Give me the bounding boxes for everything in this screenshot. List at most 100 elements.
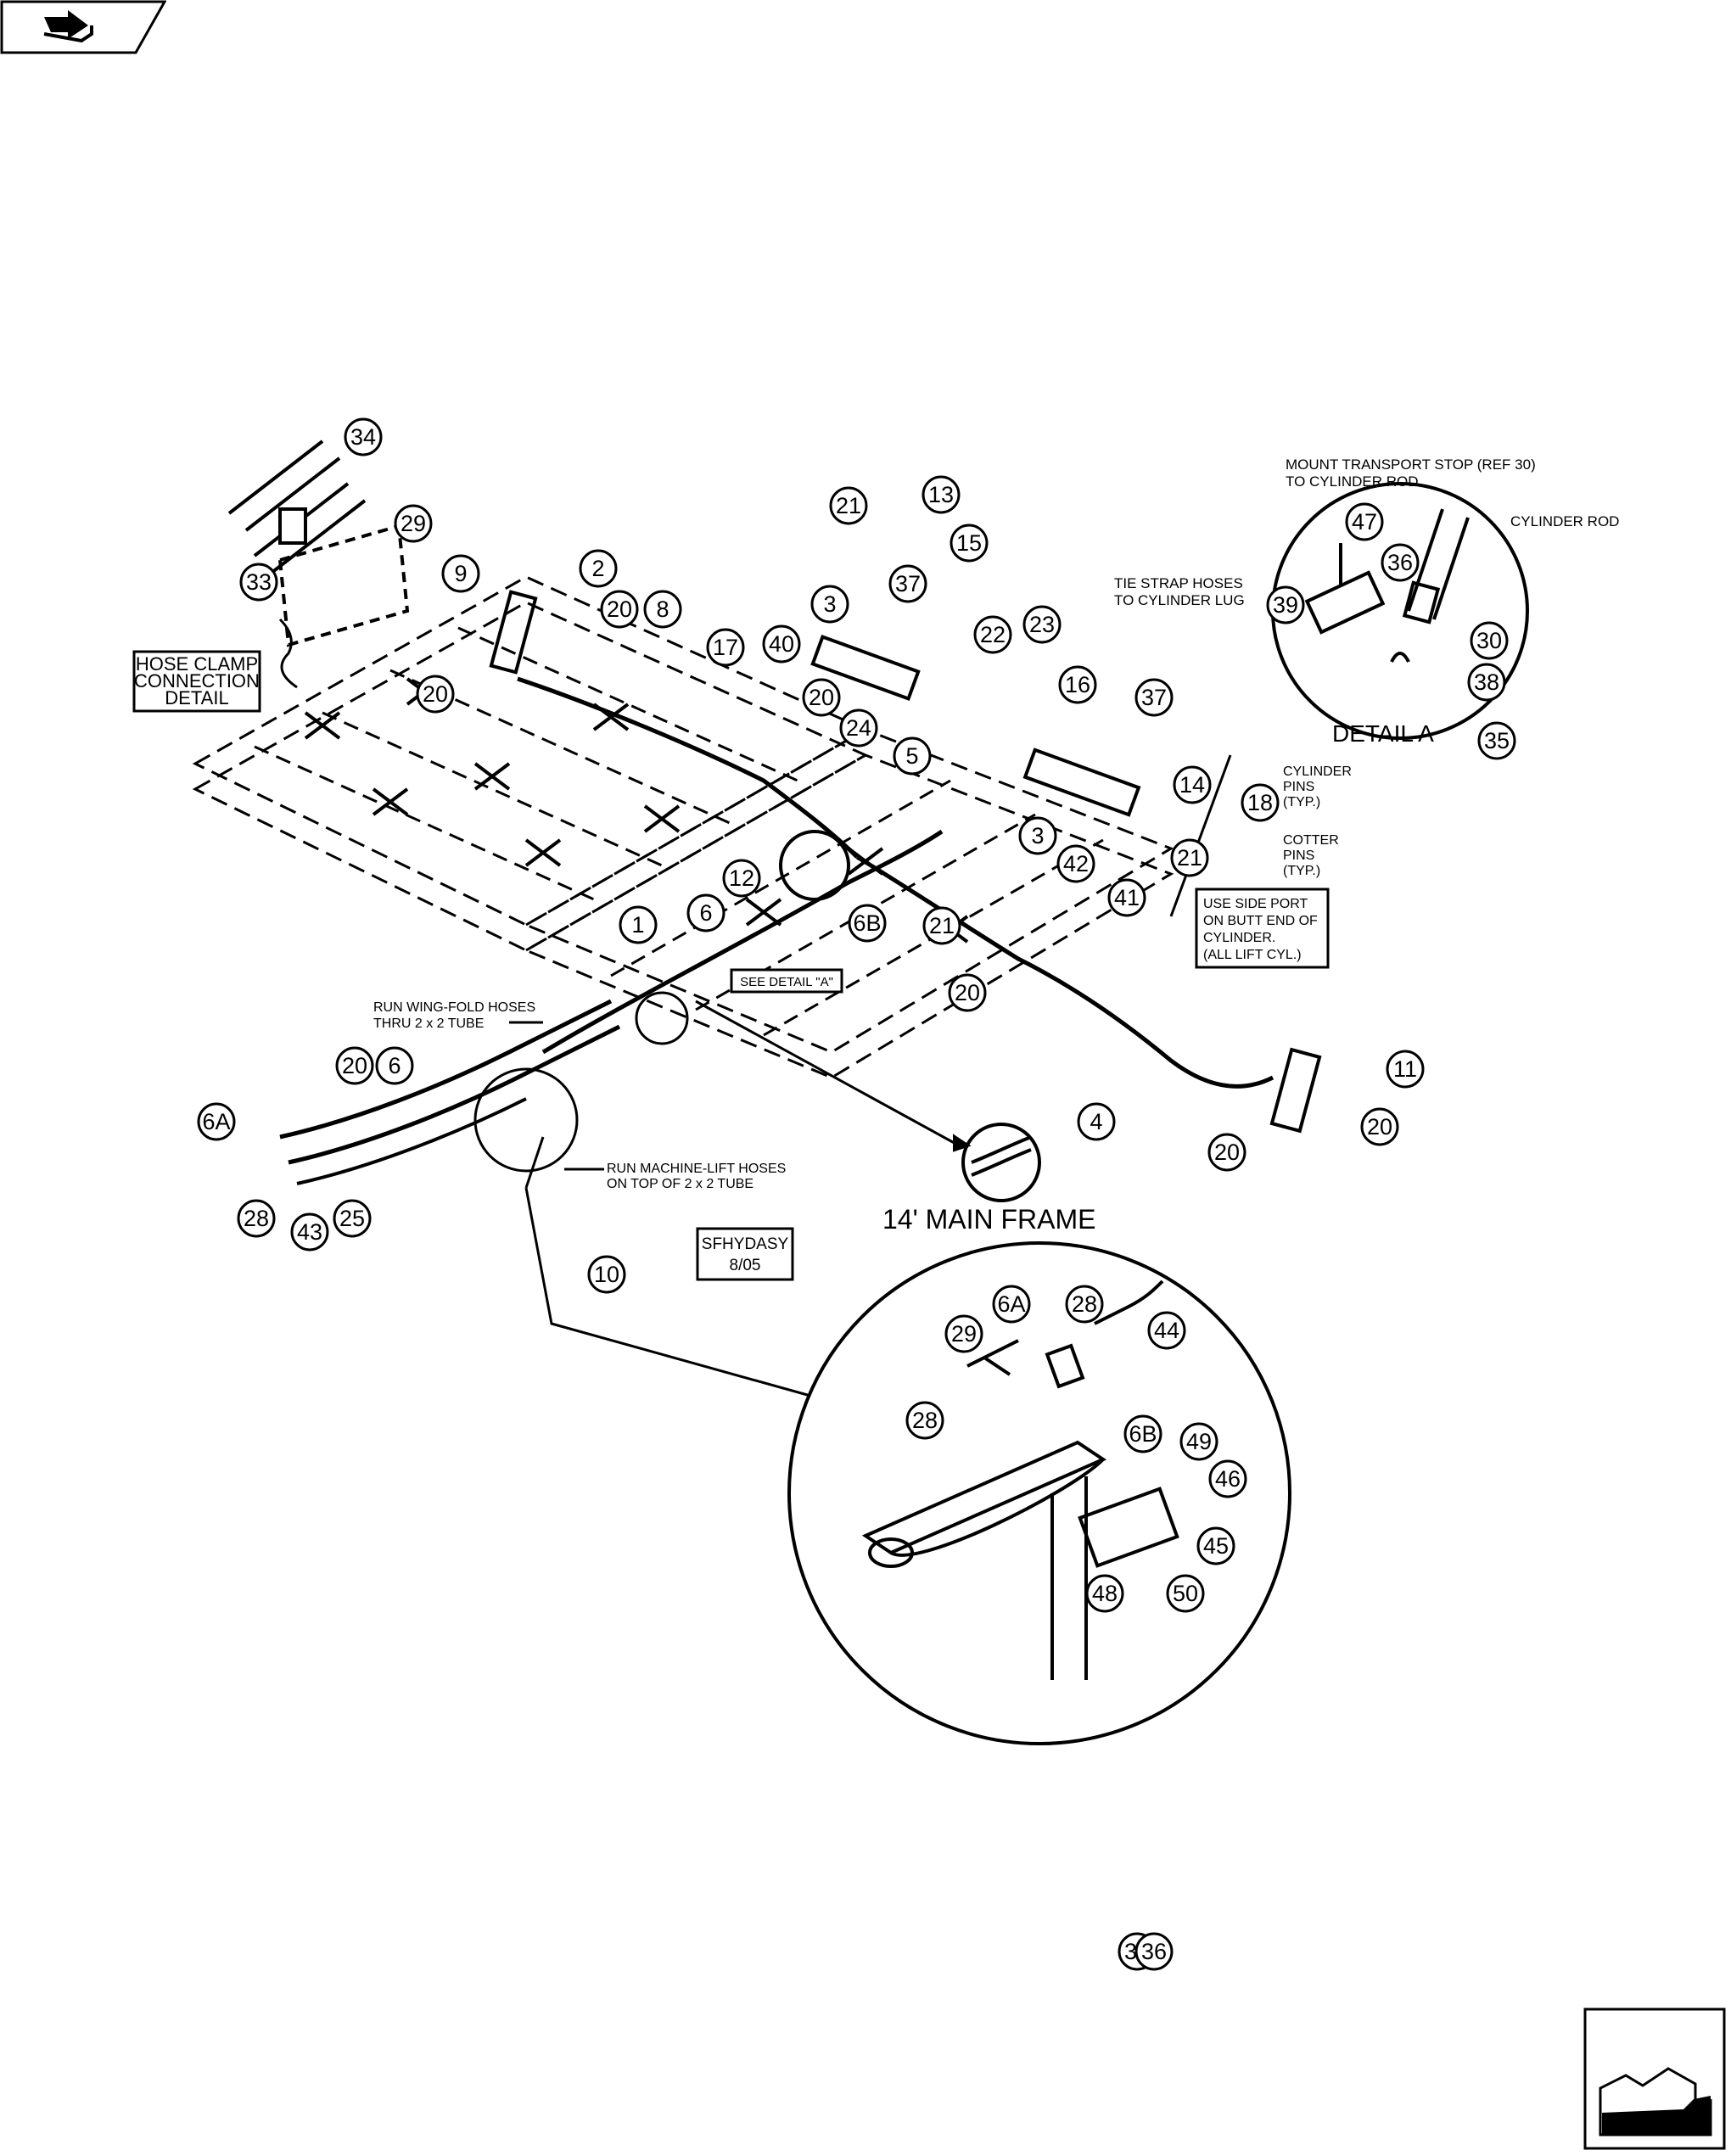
callout-11[interactable]: 11 (1386, 1050, 1425, 1089)
callout-14[interactable]: 14 (1173, 765, 1212, 804)
callout-circle (1208, 1459, 1247, 1498)
callout-24[interactable]: 24 (839, 708, 878, 748)
callout-6[interactable]: 6 (375, 1046, 414, 1085)
svg-text:CYLINDER.: CYLINDER. (1203, 931, 1275, 945)
callout-23[interactable]: 23 (1022, 605, 1062, 644)
callout-6A[interactable]: 6A (197, 1102, 236, 1141)
callout-circle (905, 1401, 944, 1440)
svg-text:ON TOP OF 2 x 2 TUBE: ON TOP OF 2 x 2 TUBE (607, 1177, 753, 1191)
callout-37[interactable]: 37 (888, 564, 927, 603)
callout-18[interactable]: 18 (1241, 783, 1280, 822)
callout-6[interactable]: 6 (686, 893, 725, 932)
callout-20[interactable]: 20 (1360, 1107, 1399, 1146)
callout-40[interactable]: 40 (762, 624, 801, 664)
svg-text:CYLINDER: CYLINDER (1283, 764, 1352, 779)
previous-page-button[interactable] (0, 0, 167, 54)
callout-circle (1170, 838, 1209, 877)
svg-text:PINS: PINS (1283, 848, 1314, 863)
callout-50[interactable]: 50 (1166, 1574, 1205, 1613)
callout-6B[interactable]: 6B (848, 904, 887, 943)
callout-16[interactable]: 16 (1058, 665, 1097, 704)
callout-28[interactable]: 28 (905, 1401, 944, 1440)
callout-28[interactable]: 28 (1065, 1285, 1104, 1324)
callout-4[interactable]: 4 (1077, 1102, 1116, 1141)
callout-43[interactable]: 43 (290, 1212, 329, 1252)
callout-9[interactable]: 9 (441, 554, 480, 593)
callout-49[interactable]: 49 (1179, 1422, 1218, 1461)
callout-12[interactable]: 12 (722, 859, 761, 898)
forward-arrow-icon (1583, 2008, 1726, 2150)
callout-36[interactable]: 36 (1381, 543, 1420, 582)
callout-47[interactable]: 47 (1345, 502, 1384, 541)
callout-42[interactable]: 42 (1056, 844, 1095, 883)
callout-circle (893, 736, 932, 776)
svg-text:TO CYLINDER ROD: TO CYLINDER ROD (1286, 473, 1419, 490)
callout-3[interactable]: 3 (810, 585, 849, 624)
callout-number: 30 (1476, 628, 1502, 653)
callout-8[interactable]: 8 (643, 590, 682, 629)
callout-20[interactable]: 20 (802, 678, 841, 717)
callout-21[interactable]: 21 (829, 486, 868, 525)
callout-20[interactable]: 20 (335, 1046, 374, 1085)
callout-5[interactable]: 5 (893, 736, 932, 776)
callout-33[interactable]: 33 (239, 563, 278, 602)
callout-22[interactable]: 22 (973, 615, 1012, 654)
callout-29[interactable]: 29 (944, 1314, 983, 1353)
callout-number: 12 (729, 865, 754, 891)
main-frame-title: 14' MAIN FRAME (882, 1204, 1095, 1235)
back-arrow-icon (0, 0, 167, 54)
callout-29[interactable]: 29 (394, 504, 433, 543)
callout-circle (686, 893, 725, 932)
callout-30[interactable]: 30 (1470, 621, 1509, 660)
callout-number: 37 (895, 571, 921, 596)
callout-number: 29 (951, 1321, 977, 1347)
callout-1[interactable]: 1 (619, 905, 658, 944)
callout-17[interactable]: 17 (706, 628, 745, 667)
callout-15[interactable]: 15 (950, 524, 989, 563)
callout-35[interactable]: 35 (1477, 721, 1516, 760)
callout-number: 43 (297, 1219, 322, 1245)
callout-20[interactable]: 20 (948, 973, 987, 1012)
callout-number: 3 (823, 591, 836, 617)
callout-38[interactable]: 38 (1467, 663, 1506, 702)
callout-number: 33 (246, 569, 272, 595)
callout-44[interactable]: 44 (1147, 1311, 1186, 1350)
callout-34[interactable]: 34 (344, 417, 383, 456)
svg-text:MOUNT TRANSPORT STOP (REF 30): MOUNT TRANSPORT STOP (REF 30) (1286, 456, 1536, 473)
callout-45[interactable]: 45 (1196, 1526, 1235, 1565)
callout-10[interactable]: 10 (587, 1255, 626, 1294)
svg-text:(TYP.): (TYP.) (1283, 795, 1320, 809)
callout-circle (441, 554, 480, 593)
callout-46[interactable]: 46 (1208, 1459, 1247, 1498)
callout-20[interactable]: 20 (1207, 1133, 1246, 1172)
callout-25[interactable]: 25 (333, 1199, 372, 1238)
callout-21[interactable]: 21 (1170, 838, 1209, 877)
callout-20[interactable]: 20 (600, 590, 639, 629)
callout-3[interactable]: 3 (1018, 816, 1057, 855)
callout-6A[interactable]: 6A (992, 1285, 1031, 1324)
callout-41[interactable]: 41 (1107, 878, 1146, 917)
callout-13[interactable]: 13 (922, 475, 961, 514)
callout-39[interactable]: 39 (1266, 585, 1305, 624)
callout-circle (973, 615, 1012, 654)
callout-number: 39 (1273, 592, 1298, 618)
callout-number: 37 (1141, 685, 1167, 710)
callout-number: 20 (955, 980, 980, 1005)
callout-circle (922, 475, 961, 514)
callout-37[interactable]: 37 (1134, 678, 1174, 717)
callout-circle (643, 590, 682, 629)
callout-circle (802, 678, 841, 717)
callout-circle (1065, 1285, 1104, 1324)
callout-20[interactable]: 20 (416, 675, 455, 714)
callout-36[interactable]: 36 (1134, 1932, 1174, 1971)
callout-48[interactable]: 48 (1085, 1574, 1124, 1613)
next-page-button[interactable] (1583, 2008, 1728, 2152)
callout-21[interactable]: 21 (922, 906, 961, 945)
callout-2[interactable]: 2 (579, 549, 618, 588)
callout-28[interactable]: 28 (237, 1199, 276, 1238)
callout-circle (579, 549, 618, 588)
callout-6B[interactable]: 6B (1123, 1414, 1162, 1453)
callout-circle (333, 1199, 372, 1238)
callout-number: 36 (1141, 1939, 1167, 1964)
callout-circle (1018, 816, 1057, 855)
